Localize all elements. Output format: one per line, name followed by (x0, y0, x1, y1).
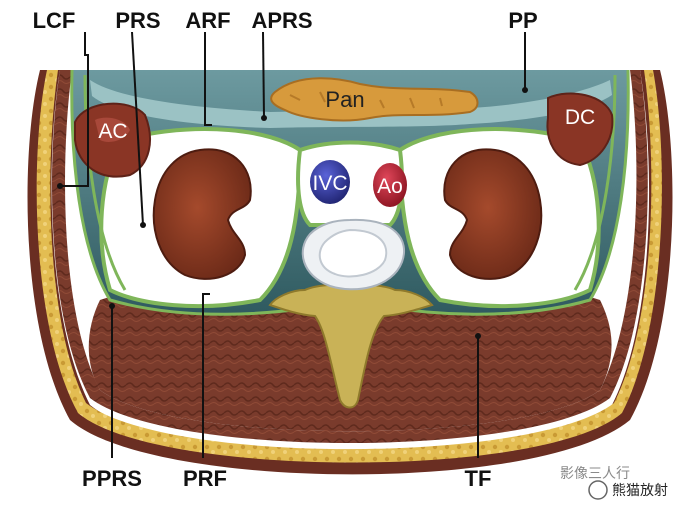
wechat-icon (588, 480, 608, 500)
tf-label: TF (465, 466, 492, 491)
pancreas: Pan (270, 77, 479, 122)
right-kidney (443, 148, 543, 280)
dc-label: DC (565, 106, 595, 129)
ivc: IVC (310, 160, 350, 204)
prs-leader (131, 31, 144, 226)
aorta: Ao (373, 163, 407, 207)
leader-dots (57, 87, 528, 339)
lcf-label: LCF (33, 8, 76, 33)
watermark-faded-text: 影像三人行 (560, 466, 630, 482)
watermark: 影像三人行 熊猫放射 (560, 466, 668, 500)
pp-label: PP (508, 8, 537, 33)
ac-label: AC (98, 120, 127, 143)
leader-lines (60, 31, 526, 458)
arf-label: ARF (185, 8, 230, 33)
arf-leader (204, 32, 212, 126)
prf-label: PRF (183, 466, 227, 491)
pprs-label: PPRS (82, 466, 142, 491)
left-kidney (152, 148, 252, 280)
lcf-leader (60, 32, 89, 187)
descending-colon: DC (546, 92, 614, 167)
watermark-bold-text: 熊猫放射 (612, 483, 668, 499)
prs-label: PRS (115, 8, 160, 33)
ivc-label: IVC (312, 172, 347, 195)
prf-leader (202, 293, 210, 458)
aprs-label: APRS (251, 8, 312, 33)
ascending-colon: AC (74, 102, 151, 178)
pancreas-label: Pan (325, 87, 364, 112)
ao-label: Ao (377, 175, 403, 198)
vertebra (268, 218, 434, 409)
aprs-leader (262, 31, 265, 119)
